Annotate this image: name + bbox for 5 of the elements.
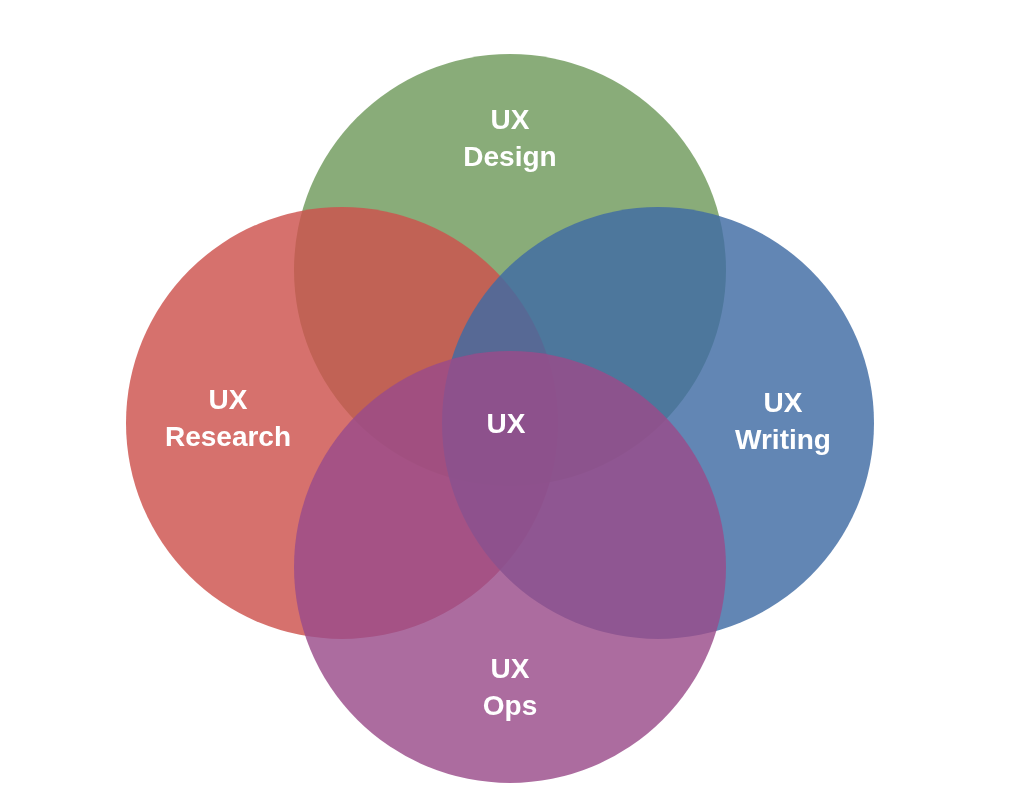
circle-label: UX Research [164,383,292,454]
circle-label: UX Writing [735,386,831,457]
circle-label: UX Ops [482,652,538,723]
circle-label: UX Design [463,103,557,174]
center-label: UX [486,406,526,441]
